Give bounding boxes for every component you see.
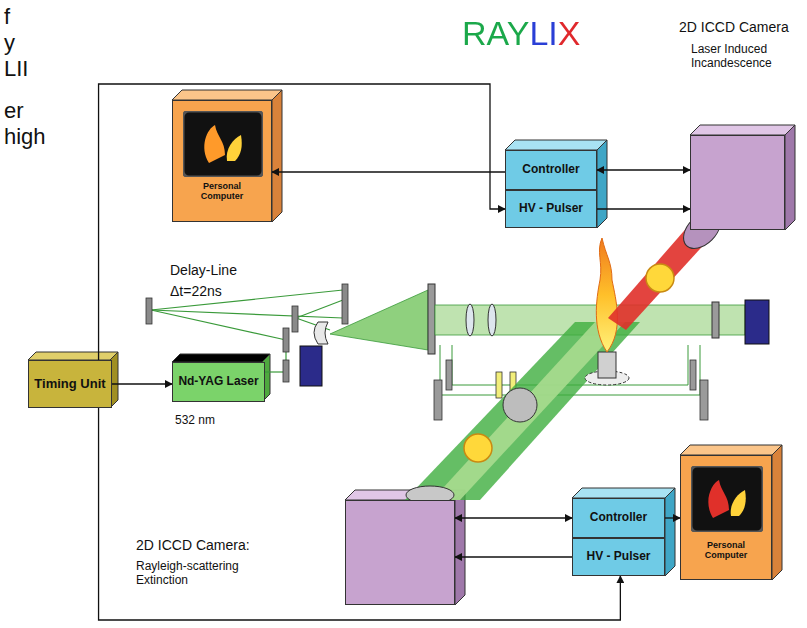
mirror: [446, 360, 452, 390]
camera-label: 532 nm: [175, 413, 215, 427]
iccd-camera: 2D ICCD Camera:Rayleigh-scattering Extin…: [345, 500, 455, 605]
pulser-box: HV - Pulser: [505, 190, 597, 228]
signal-line: [272, 171, 505, 172]
mirror: [292, 306, 298, 332]
box-label: Personal Computer: [191, 181, 253, 202]
signal-line: [99, 408, 621, 620]
screen: [691, 466, 763, 532]
box-label: HV - Pulser: [519, 202, 583, 216]
lens: [466, 304, 474, 336]
box-label: Controller: [590, 511, 647, 525]
signal-line: [455, 556, 572, 557]
mirror: [700, 380, 708, 420]
camera-side-face: [455, 490, 465, 605]
box-label: Nd-YAG Laser: [178, 375, 258, 389]
controller-top-face: [572, 488, 675, 498]
cropped-text: high: [4, 124, 46, 150]
mirror: [146, 298, 152, 324]
sheet-plate: [428, 284, 435, 354]
lens: [488, 304, 496, 336]
laser-beam: [262, 371, 286, 372]
lens: [503, 388, 537, 422]
filter: [496, 372, 502, 398]
personal-computer: Personal Computer: [172, 100, 272, 222]
controller-box: Controller: [505, 150, 597, 190]
camera-label: 2D ICCD Camera:: [136, 537, 250, 554]
controller-top-face: [505, 140, 607, 150]
laser-top-face: [172, 354, 270, 362]
pc-side-face: [272, 90, 282, 222]
pulser-box: HV - Pulser: [572, 538, 665, 576]
title: RAYLIX: [462, 14, 580, 53]
iccd-camera: 2D ICCD CameraLaser Induced Incandescenc…: [690, 135, 785, 230]
signal-line: [665, 517, 680, 518]
signal-line: [455, 517, 572, 518]
monitor-screen: [183, 111, 263, 177]
cropped-text: y: [4, 30, 15, 56]
flame-image: [227, 135, 242, 161]
flame: [596, 238, 617, 352]
signal-line: [112, 383, 172, 384]
beam-dump: [300, 346, 322, 386]
laser-box: Nd-YAG Laser532 nm: [172, 362, 265, 402]
cropped-text: er: [4, 98, 24, 124]
light-sheet: [330, 290, 428, 350]
flame-image: [708, 480, 729, 518]
mirror: [342, 284, 348, 324]
burner: [598, 352, 616, 378]
annotation: Δt=22ns: [170, 283, 222, 299]
annotation: Delay-Line: [170, 262, 237, 278]
camera-label: 2D ICCD Camera: [679, 19, 789, 36]
mirror: [283, 328, 289, 352]
mirror: [690, 360, 696, 390]
camera-side-face: [785, 125, 795, 230]
timing-top-face: [28, 352, 118, 360]
signal-line: [597, 208, 690, 209]
beam-dump: [745, 300, 769, 344]
signal-line: [99, 84, 505, 360]
flame-image: [204, 125, 225, 163]
personal-computer: Personal Computer: [680, 455, 772, 580]
timing-unit: Timing Unit: [28, 360, 112, 408]
filter-sphere: [646, 264, 674, 292]
controller-side-face: [597, 140, 607, 228]
box-label: Timing Unit: [34, 377, 105, 392]
detection-beam: [432, 322, 625, 500]
cylinder-lens: [314, 322, 328, 344]
mirror: [434, 380, 442, 420]
pc-top-face: [680, 445, 782, 455]
controller-box: Controller: [572, 498, 665, 538]
mirror: [283, 360, 289, 382]
camera-top-face: [690, 125, 795, 135]
pc-top-face: [172, 90, 282, 100]
camera-label: Laser Induced Incandescence: [691, 42, 791, 71]
box-faces: [28, 90, 795, 605]
laser-beam: [296, 300, 343, 318]
box-label: Personal Computer: [695, 540, 757, 561]
cropped-text: f: [4, 4, 10, 30]
monitor-screen: [691, 466, 763, 532]
pc-side-face: [772, 445, 782, 580]
cropped-text: LII: [4, 56, 28, 82]
camera-label: Rayleigh-scattering Extinction: [136, 559, 266, 588]
screen: [183, 111, 263, 177]
mirror: [712, 302, 719, 338]
filter-sphere: [464, 434, 492, 462]
box-label: Controller: [522, 163, 579, 177]
signal-line: [597, 169, 690, 170]
box-label: HV - Pulser: [586, 550, 650, 564]
flame-image: [731, 490, 746, 516]
controller-side-face: [665, 488, 675, 576]
